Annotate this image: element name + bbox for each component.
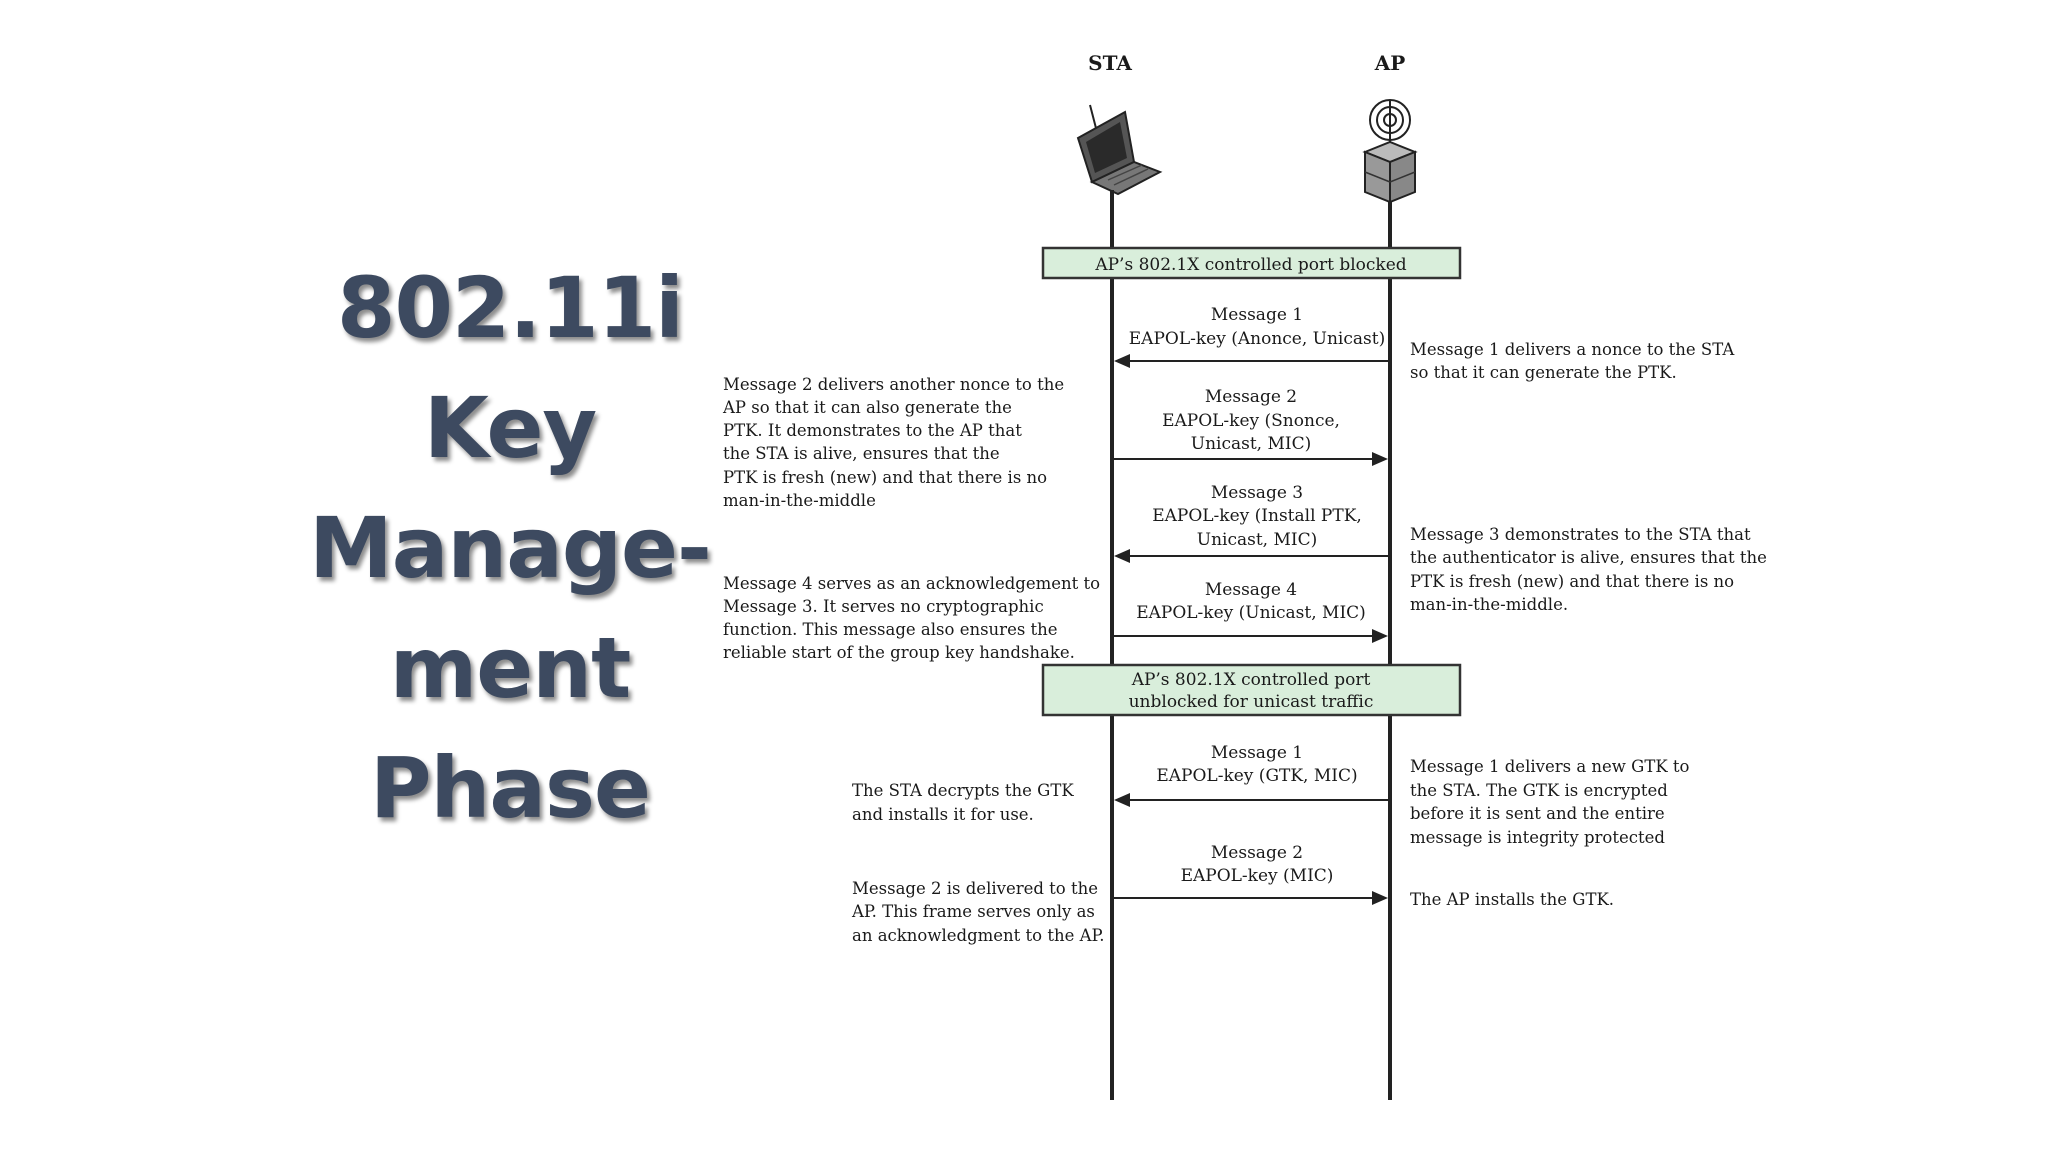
message-label: Unicast, MIC): [1191, 434, 1312, 454]
title-line: Phase: [369, 739, 651, 837]
note-left: PTK is fresh (new) and that there is no: [723, 468, 1047, 487]
note-left: Message 2 delivers another nonce to the: [723, 375, 1064, 394]
title-line: Manage-: [309, 499, 712, 597]
note-right: the STA. The GTK is encrypted: [1410, 781, 1668, 800]
note-left: and installs it for use.: [852, 805, 1034, 824]
arrowhead-right: [1372, 891, 1388, 905]
note-right: PTK is fresh (new) and that there is no: [1410, 572, 1734, 591]
note-left: an acknowledgment to the AP.: [852, 926, 1105, 945]
arrowhead-left: [1114, 549, 1130, 563]
message-label: Unicast, MIC): [1197, 530, 1318, 550]
note-right: the authenticator is alive, ensures that…: [1410, 548, 1767, 567]
note-right: so that it can generate the PTK.: [1410, 363, 1677, 382]
title-line: ment: [389, 619, 631, 717]
sta-label: STA: [1088, 51, 1132, 75]
group-message-2: Message 2 EAPOL-key (MIC) Message 2 is d…: [851, 843, 1614, 945]
note-right: Message 1 delivers a nonce to the STA: [1410, 340, 1735, 359]
banner-text: AP’s 802.1X controlled port: [1131, 670, 1371, 690]
message-label: EAPOL-key (MIC): [1181, 866, 1334, 886]
message-label: EAPOL-key (GTK, MIC): [1156, 766, 1357, 786]
ap-label: AP: [1374, 51, 1406, 75]
message-label: Message 1: [1211, 305, 1303, 325]
page-title: 802.11i Key Manage- ment Phase: [280, 248, 740, 848]
note-right: The AP installs the GTK.: [1410, 890, 1614, 909]
laptop-icon: [1076, 104, 1163, 196]
note-left: PTK. It demonstrates to the AP that: [723, 421, 1022, 440]
message-label: Message 2: [1205, 387, 1297, 407]
pairwise-message-1: Message 1 EAPOL-key (Anonce, Unicast) Me…: [1114, 305, 1735, 382]
pairwise-message-2: Message 2 EAPOL-key (Snonce, Unicast, MI…: [722, 375, 1388, 510]
message-label: Message 3: [1211, 483, 1303, 503]
pairwise-message-3: Message 3 EAPOL-key (Install PTK, Unicas…: [1114, 483, 1767, 614]
message-label: EAPOL-key (Snonce,: [1162, 411, 1340, 431]
note-left: AP. This frame serves only as: [851, 902, 1095, 921]
message-label: Message 4: [1205, 580, 1297, 600]
port-unblocked-banner: AP’s 802.1X controlled port unblocked fo…: [1041, 663, 1462, 717]
banner-text: AP’s 802.1X controlled port blocked: [1094, 255, 1406, 275]
title-line: Key: [423, 379, 597, 477]
note-left: Message 3. It serves no cryptographic: [723, 597, 1044, 616]
message-label: EAPOL-key (Anonce, Unicast): [1129, 329, 1385, 349]
note-left: The STA decrypts the GTK: [852, 781, 1074, 800]
message-label: Message 2: [1211, 843, 1303, 863]
arrowhead-right: [1372, 452, 1388, 466]
note-right: message is integrity protected: [1410, 828, 1665, 847]
note-left: the STA is alive, ensures that the: [723, 444, 1000, 463]
note-right: before it is sent and the entire: [1410, 804, 1665, 823]
pairwise-message-4: Message 4 EAPOL-key (Unicast, MIC) Messa…: [723, 574, 1388, 662]
note-left: Message 2 is delivered to the: [852, 879, 1098, 898]
note-left: AP so that it can also generate the: [722, 398, 1012, 417]
note-left: function. This message also ensures the: [723, 620, 1058, 639]
arrowhead-right: [1372, 629, 1388, 643]
arrowhead-left: [1114, 354, 1130, 368]
note-right: man-in-the-middle.: [1410, 595, 1568, 614]
note-left: man-in-the-middle: [723, 491, 876, 510]
note-right: Message 3 demonstrates to the STA that: [1410, 525, 1751, 544]
title-line: 802.11i: [337, 259, 684, 357]
message-label: Message 1: [1211, 743, 1303, 763]
note-right: Message 1 delivers a new GTK to: [1410, 757, 1690, 776]
note-left: Message 4 serves as an acknowledgement t…: [723, 574, 1100, 593]
note-left: reliable start of the group key handshak…: [723, 643, 1075, 662]
arrowhead-left: [1114, 793, 1130, 807]
message-label: EAPOL-key (Install PTK,: [1152, 506, 1362, 526]
port-blocked-banner: AP’s 802.1X controlled port blocked: [1041, 246, 1462, 280]
banner-text: unblocked for unicast traffic: [1129, 692, 1374, 712]
access-point-icon: [1362, 99, 1418, 204]
group-message-1: Message 1 EAPOL-key (GTK, MIC) The STA d…: [852, 743, 1690, 847]
message-label: EAPOL-key (Unicast, MIC): [1136, 603, 1366, 623]
